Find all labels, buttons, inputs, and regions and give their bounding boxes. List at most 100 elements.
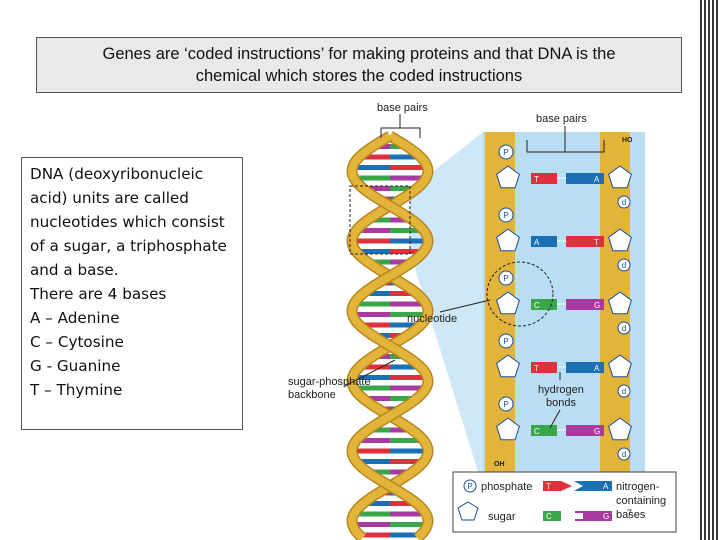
base-pair-rung — [390, 144, 404, 149]
base-pair-rung — [390, 354, 404, 359]
backbone-label-2: backbone — [288, 389, 336, 401]
title-box: Genes are ‘coded instructions’ for makin… — [36, 37, 682, 93]
legend-nitrogen-3: bases — [616, 509, 646, 521]
legend-nitrogen-1: nitrogen- — [616, 481, 660, 493]
sugar-icon — [608, 354, 632, 378]
deoxy-circle — [617, 258, 631, 272]
sugar-icon — [608, 228, 632, 252]
left-base-letter: A — [534, 238, 540, 247]
left-base-bar — [531, 236, 557, 247]
base-pair-rung — [366, 291, 390, 296]
base-pair-rung — [390, 438, 422, 443]
legend-t-letter: T — [546, 482, 551, 491]
legend-a-letter: A — [603, 482, 609, 491]
hbond-leader-2 — [549, 409, 561, 429]
legend-box — [452, 471, 677, 533]
left-base-bar — [531, 173, 557, 184]
base-pair-rung — [371, 427, 390, 433]
legend-guanine-bar — [575, 511, 612, 521]
legend-g-letter: G — [603, 512, 609, 521]
phosphate-letter: P — [503, 211, 508, 220]
deoxy-letter: d — [622, 198, 626, 207]
ho-label: HO — [622, 137, 633, 144]
page-number: 7 — [627, 508, 632, 518]
legend-guanine-notch — [575, 513, 583, 519]
right-base-bar — [566, 236, 604, 247]
legend-thymine-bar — [543, 481, 561, 491]
deoxy-letter: d — [622, 324, 626, 333]
phosphate-icon — [498, 333, 514, 349]
left-base-bar — [531, 425, 557, 436]
right-base-bar — [566, 362, 604, 373]
base-pair-rung — [390, 322, 424, 328]
phosphate-letter: P — [503, 148, 508, 157]
base-pairs-label-left: base pairs — [377, 102, 428, 114]
base-pair-rung — [353, 375, 390, 380]
right-base-letter: A — [594, 364, 600, 373]
base-pair-rung — [390, 175, 428, 181]
legend-p-letter: P — [467, 482, 472, 491]
right-base-letter: A — [594, 175, 600, 184]
sugar-icon — [496, 165, 520, 189]
left-base-letter: T — [534, 364, 539, 373]
body-line: acid) units are called — [30, 189, 189, 207]
nucleotide-leader — [439, 299, 491, 313]
base-pair-rung — [354, 459, 390, 464]
base-pair-rung — [390, 522, 428, 527]
body-line: T – Thymine — [30, 381, 123, 399]
base-pair-rung — [390, 301, 425, 307]
base-pair-rung — [360, 396, 390, 401]
deoxy-letter: d — [622, 387, 626, 396]
sugar-icon — [608, 165, 632, 189]
phosphate-letter: P — [503, 337, 508, 346]
base-pair-rung — [353, 165, 390, 170]
backbone-label-1: sugar-phosphate — [288, 376, 371, 388]
slide-edge-decoration — [700, 0, 720, 540]
phosphate-letter: P — [503, 274, 508, 283]
legend-phosphate-label: phosphate — [481, 481, 532, 493]
phosphate-letter: P — [503, 400, 508, 409]
body-line: G - Guanine — [30, 357, 121, 375]
base-pair-rung — [354, 249, 390, 254]
legend-cytosine-bar — [543, 511, 561, 521]
hydrogen-bonds-label-2: bonds — [546, 397, 576, 409]
base-pair-rung — [390, 375, 427, 380]
base-pair-rung — [358, 438, 390, 443]
base-pair-rung — [366, 501, 390, 506]
nucleotide-circle — [486, 261, 554, 327]
base-pair-rung — [355, 301, 390, 307]
phosphate-icon — [498, 396, 514, 412]
base-pair-rung — [390, 238, 428, 244]
left-base-bar — [531, 362, 557, 373]
base-pair-rung — [390, 312, 428, 317]
title-line-1: Genes are ‘coded instructions’ for makin… — [102, 45, 616, 63]
sugar-icon — [608, 291, 632, 315]
base-pairs-label-right: base pairs — [536, 113, 587, 125]
base-pair-rung — [390, 165, 427, 170]
base-pair-rung — [390, 459, 426, 464]
base-pair-rung — [371, 217, 390, 223]
deoxy-circle — [617, 321, 631, 335]
base-pair-rung — [352, 175, 390, 181]
right-base-letter: G — [594, 301, 600, 310]
base-pair-rung — [355, 511, 390, 517]
phosphate-icon — [498, 207, 514, 223]
deoxy-letter: d — [622, 450, 626, 459]
right-base-letter: G — [594, 427, 600, 436]
base-pair-rung — [376, 354, 390, 359]
base-pair-rung — [361, 364, 390, 370]
base-pair-rung — [360, 186, 390, 191]
legend-sugar-label: sugar — [488, 511, 516, 523]
sugar-icon — [608, 417, 632, 441]
deoxy-letter: d — [622, 261, 626, 270]
helix-strands — [346, 131, 434, 540]
legend-adenine-bar — [574, 481, 612, 491]
hydrogen-bonds-label-1: hydrogen — [538, 384, 584, 396]
base-pair-rung — [390, 228, 422, 233]
oh-label: OH — [494, 461, 505, 468]
sugar-icon — [496, 291, 520, 315]
base-pair-rung — [390, 448, 428, 454]
body-line: and a base. — [30, 261, 119, 279]
nucleotide-label: nucleotide — [407, 313, 457, 325]
deoxy-circle — [617, 195, 631, 209]
